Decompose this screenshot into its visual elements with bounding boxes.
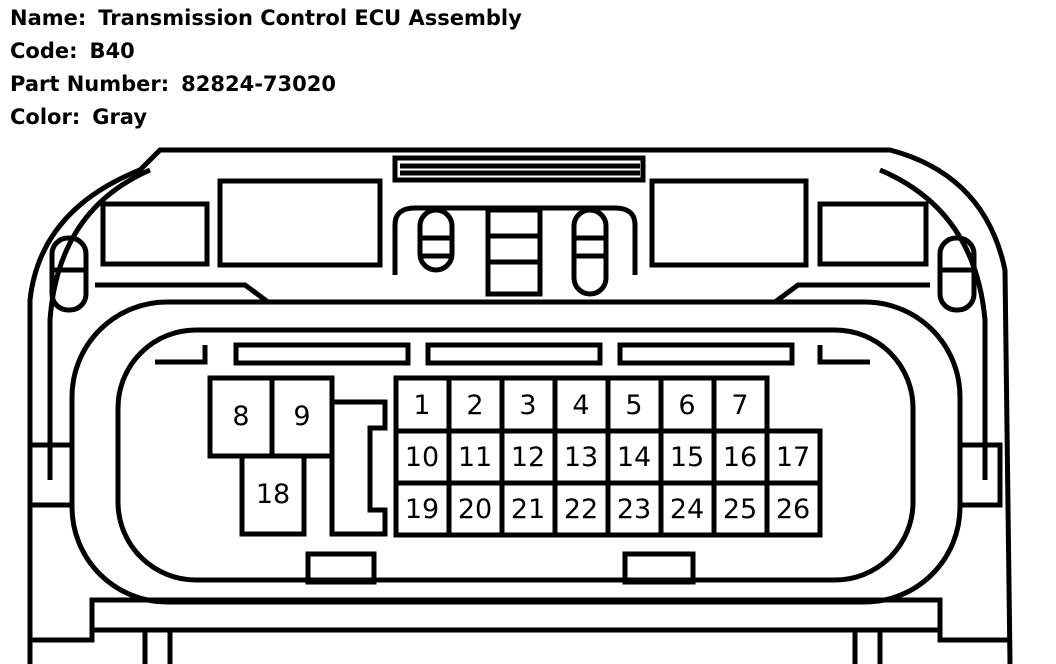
side-tab-left — [27, 442, 75, 508]
side-tab-right — [957, 442, 1003, 508]
pin-label-7: 7 — [731, 390, 748, 421]
color-value: Gray — [92, 105, 148, 129]
housing-right-upper-arc — [879, 167, 988, 480]
code-row: Code: B40 — [10, 37, 522, 70]
pin-label-16: 16 — [723, 442, 757, 473]
top-slot-left-inner — [217, 178, 383, 268]
pin-label-11: 11 — [458, 442, 492, 473]
pin-label-21: 21 — [511, 494, 545, 525]
inner-top-tab-left — [155, 345, 208, 365]
pin-cell — [711, 375, 770, 434]
pin-label-23: 23 — [617, 494, 651, 525]
pin-label-3: 3 — [519, 390, 536, 421]
latch-top — [392, 155, 646, 183]
pin-label-14: 14 — [617, 442, 651, 473]
pin-label-2: 2 — [466, 390, 483, 421]
part-number-label: Part Number: — [10, 72, 170, 96]
pin-cell — [499, 480, 558, 538]
top-slot-right-inner — [649, 178, 809, 268]
top-slot-left-outer — [100, 201, 210, 267]
pin-cell — [605, 480, 664, 538]
pin-label-13: 13 — [564, 442, 598, 473]
pin-label-20: 20 — [458, 494, 492, 525]
name-value: Transmission Control ECU Assembly — [98, 6, 522, 30]
cavity-inner-wall — [115, 327, 916, 583]
pin-label-19: 19 — [405, 494, 439, 525]
pin-label-15: 15 — [670, 442, 704, 473]
pin-cell — [239, 453, 307, 537]
bottom-rail — [27, 597, 1008, 664]
inner-top-tab — [233, 342, 411, 366]
pin-label-24: 24 — [670, 494, 704, 525]
color-row: Color: Gray — [10, 103, 522, 136]
side-post-right — [937, 235, 977, 313]
side-post-left — [49, 235, 89, 313]
connector-housing-outline — [27, 147, 1013, 664]
top-slot-right-outer — [817, 201, 929, 267]
pin-cell — [552, 428, 611, 486]
part-number-row: Part Number: 82824-73020 — [10, 70, 522, 103]
pin-label-1: 1 — [413, 390, 430, 421]
pin-cell — [552, 480, 611, 538]
pin-label-6: 6 — [678, 390, 695, 421]
pin-label-10: 10 — [405, 442, 439, 473]
inner-top-tab — [617, 342, 795, 366]
pin-cell — [446, 375, 505, 434]
keying-rib — [329, 399, 388, 537]
lock-center-block — [485, 207, 543, 297]
shoulder-right — [773, 282, 930, 305]
inner-top-tab-right — [817, 345, 870, 365]
pin-label-25: 25 — [723, 494, 757, 525]
inner-top-tab — [425, 342, 603, 366]
pin-cell — [764, 480, 823, 538]
lock-frame — [392, 205, 638, 275]
pin-label-8: 8 — [232, 401, 249, 432]
name-label: Name: — [10, 6, 87, 30]
pin-label-5: 5 — [625, 390, 642, 421]
connector-info: Name: Transmission Control ECU Assembly C… — [10, 4, 522, 136]
code-label: Code: — [10, 39, 78, 63]
bottom-tab-right — [622, 551, 696, 585]
pin-label-9: 9 — [293, 401, 310, 432]
pin-label-22: 22 — [564, 494, 598, 525]
pin-grid — [393, 375, 823, 538]
name-row: Name: Transmission Control ECU Assembly — [10, 4, 522, 37]
pin-label-12: 12 — [511, 442, 545, 473]
code-value: B40 — [89, 39, 135, 63]
lock-peg-right — [571, 207, 609, 297]
pin-label-18: 18 — [256, 479, 290, 510]
pin-cell — [711, 480, 770, 538]
shoulder-left — [95, 282, 270, 305]
housing-left-upper-arc — [47, 167, 151, 480]
pin-label-17: 17 — [776, 442, 810, 473]
pin-cell — [499, 428, 558, 486]
pin-cell — [658, 480, 717, 538]
pin-label-26: 26 — [776, 494, 810, 525]
pin-label-4: 4 — [572, 390, 589, 421]
color-label: Color: — [10, 105, 81, 129]
part-number-value: 82824-73020 — [181, 72, 336, 96]
bottom-tab-left — [305, 551, 377, 585]
